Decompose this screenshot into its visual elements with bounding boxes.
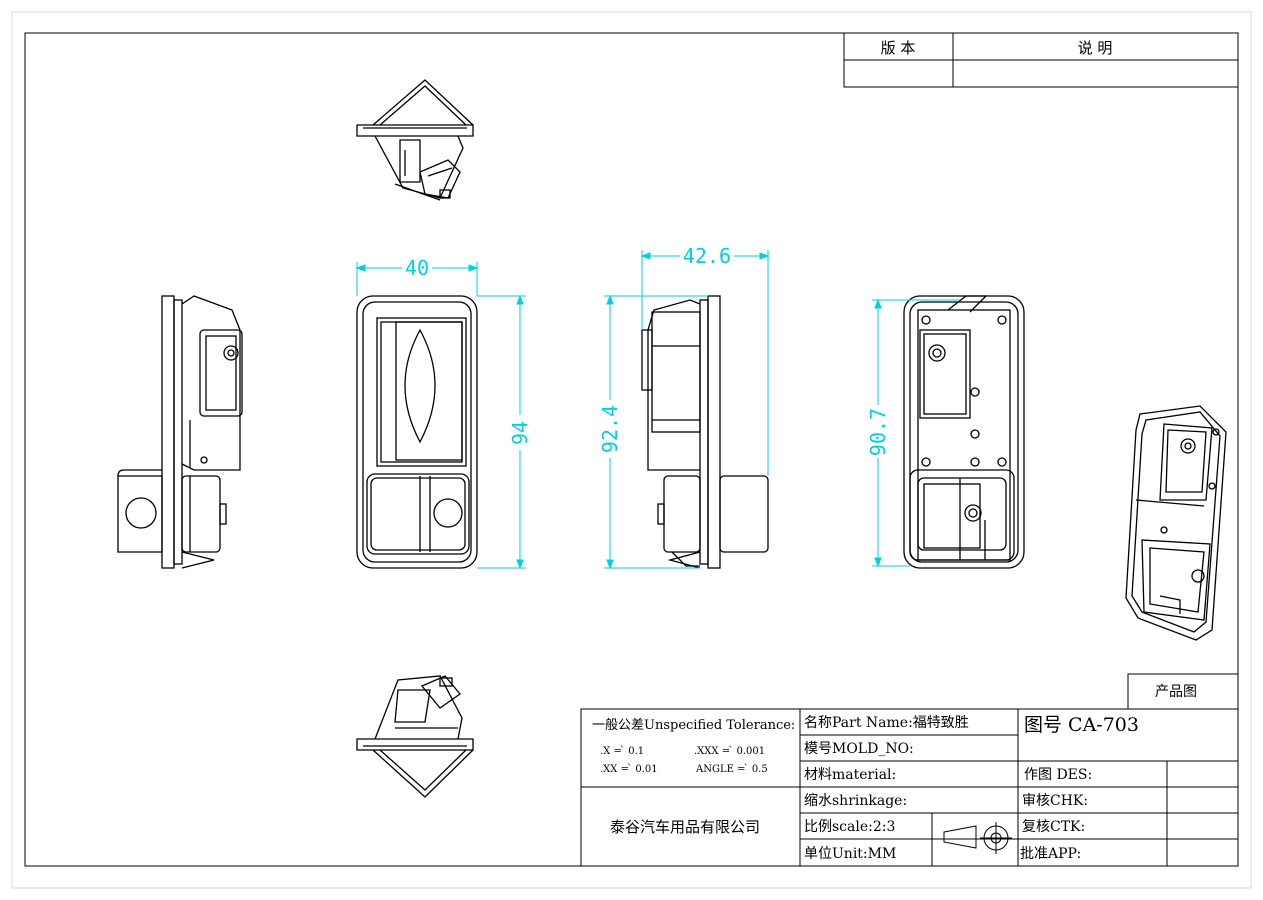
version-header: 版 本 (881, 39, 916, 57)
scale-field: 比例scale:2:3 (804, 819, 895, 835)
tolerance-x3: .XXX = ̀ 0.001 (694, 746, 765, 757)
tolerance-x1: .X = ̀ 0.1 (600, 746, 644, 757)
projection-symbol-icon (943, 822, 1012, 854)
right-side-view (641, 295, 769, 569)
left-side-view (117, 295, 243, 569)
isometric-view (1125, 405, 1227, 641)
material-field: 材料material: (804, 767, 896, 783)
drawing-number: 图号 CA-703 (1024, 714, 1139, 736)
tolerance-angle: ANGLE = ̀ 0.5 (695, 764, 768, 775)
mold-no-field: 模号MOLD_NO: (804, 741, 914, 757)
signoff-ctk: 复核CTK: (1022, 818, 1085, 835)
tolerance-heading: 一般公差Unspecified Tolerance: (592, 717, 795, 733)
product-label: 产品图 (1155, 684, 1197, 700)
dim-back-height: 90.7 (866, 408, 890, 456)
dim-front-height: 94 (508, 421, 532, 445)
dimension-lines (355, 250, 960, 570)
description-header: 说 明 (1078, 39, 1113, 57)
signoff-des: 作图 DES: (1024, 767, 1092, 783)
tolerance-x2: .XX = ̀ 0.01 (600, 764, 658, 775)
dim-side-width: 42.6 (683, 244, 731, 268)
front-view (356, 295, 478, 569)
unit-field: 单位Unit:MM (804, 846, 896, 862)
outer-border (11, 11, 1252, 889)
bottom-view (356, 675, 474, 798)
revision-block (843, 32, 1239, 88)
drawing-frame (24, 32, 1239, 867)
top-view (356, 79, 474, 201)
dim-front-width: 40 (405, 256, 429, 280)
back-view (903, 295, 1025, 569)
title-block (580, 708, 1239, 867)
shrinkage-field: 缩水shrinkage: (804, 793, 907, 809)
company-name: 泰谷汽车用品有限公司 (610, 818, 760, 836)
part-name-field: 名称Part Name:福特致胜 (804, 715, 969, 731)
dim-side-height: 92.4 (598, 405, 622, 453)
signoff-chk: 审核CHK: (1022, 793, 1088, 809)
signoff-app: 批准APP: (1020, 846, 1081, 862)
